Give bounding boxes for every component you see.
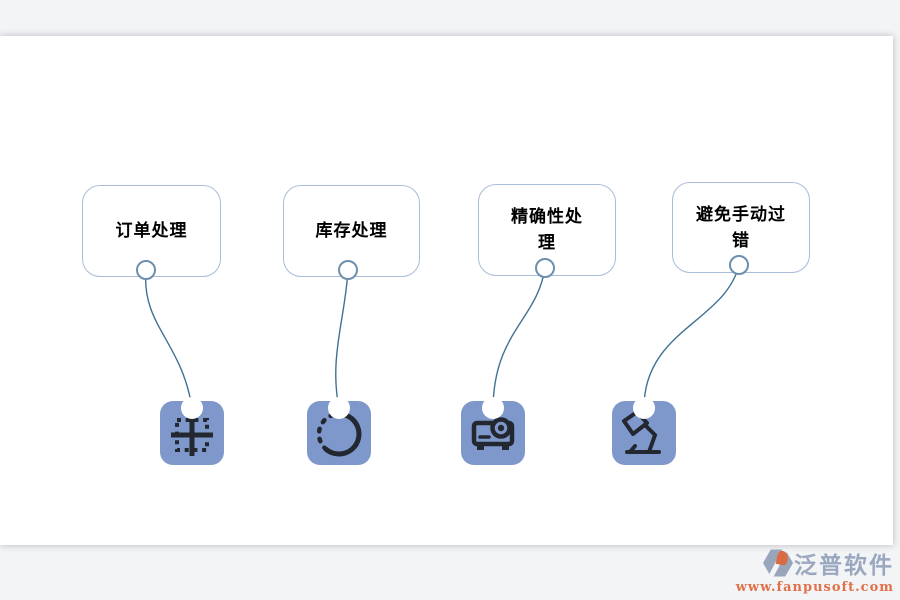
node-label: 避免手动过 <box>696 204 786 225</box>
fanpu-logo-icon <box>763 549 793 577</box>
watermark-brand-row: 泛普软件 <box>763 546 894 580</box>
connector-port[interactable] <box>729 255 749 275</box>
node-box-accuracy-processing[interactable]: 精确性处理 <box>478 184 616 276</box>
connector-port[interactable] <box>136 260 156 280</box>
tile-notch <box>328 397 350 419</box>
watermark: 泛普软件 www.fanpusoft.com <box>736 546 894 595</box>
logo-swoosh <box>775 550 790 566</box>
desk-lamp-icon <box>622 410 661 454</box>
tile-notch <box>181 397 203 419</box>
tile-order-processing[interactable] <box>160 397 224 465</box>
tile-notch <box>482 397 504 419</box>
projector-icon <box>471 417 515 450</box>
slide-canvas <box>0 36 893 545</box>
tile-notch <box>633 397 655 419</box>
table-borders-icon <box>171 414 213 456</box>
node-label: 订单处理 <box>115 221 188 241</box>
node-label: 库存处理 <box>315 221 388 241</box>
node-label-line2: 理 <box>538 233 556 253</box>
tile-avoid-manual-errors[interactable] <box>612 397 676 465</box>
connector-port[interactable] <box>338 260 358 280</box>
node-label-line2: 错 <box>732 230 750 251</box>
watermark-url: www.fanpusoft.com <box>735 580 894 595</box>
connector-port[interactable] <box>535 258 555 278</box>
tile-accuracy-processing[interactable] <box>461 397 525 465</box>
node-label: 精确性处 <box>511 207 583 227</box>
tile-inventory-processing[interactable] <box>307 397 371 465</box>
watermark-brand: 泛普软件 <box>794 552 894 579</box>
